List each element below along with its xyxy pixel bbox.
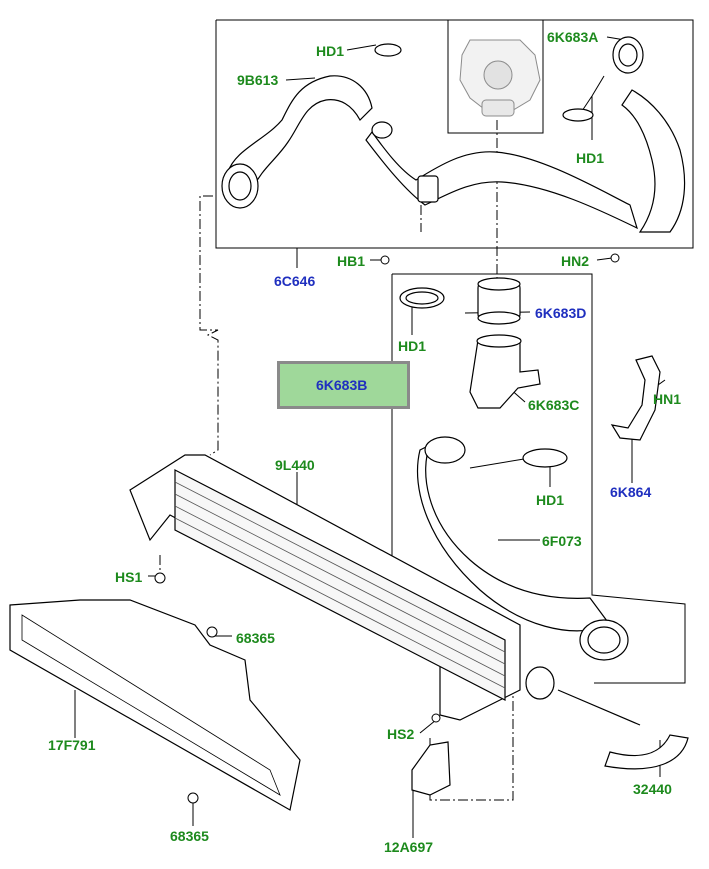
part-label-6c646[interactable]: 6C646 [274, 273, 316, 289]
adapter-6k683d [399, 277, 521, 325]
part-label-hd1-mid[interactable]: HD1 [398, 338, 427, 354]
fasteners [154, 253, 620, 804]
bracket-6k864 [610, 355, 661, 441]
part-label-12a697[interactable]: 12A697 [384, 839, 434, 855]
part-label-9l440[interactable]: 9L440 [275, 457, 315, 473]
part-label-hn1[interactable]: HN1 [653, 391, 682, 407]
part-label-32440[interactable]: 32440 [633, 781, 672, 797]
part-label-hd1-low[interactable]: HD1 [536, 492, 565, 508]
part-label-6k864[interactable]: 6K864 [610, 484, 652, 500]
part-label-68365-b[interactable]: 68365 [170, 828, 209, 844]
part-label-9b613[interactable]: 9B613 [237, 72, 279, 88]
part-label-17f791[interactable]: 17F791 [48, 737, 96, 753]
part-label-hn2[interactable]: HN2 [561, 253, 590, 269]
part-label-hd1-right[interactable]: HD1 [576, 150, 605, 166]
throttle-body [459, 39, 541, 117]
bracket-12a697 [411, 741, 451, 796]
top-group-outline [216, 19, 544, 134]
part-label-6k683c[interactable]: 6K683C [528, 397, 580, 413]
highlight-box-6k683b[interactable]: 6K683B [277, 361, 410, 409]
dashed-lead-left [199, 195, 219, 456]
mid-group-outline [392, 273, 686, 684]
charge-pipe-6c646 [365, 36, 686, 233]
adapter-6k683c [469, 334, 541, 409]
upper-hose-9b613 [221, 43, 402, 209]
part-label-hs1[interactable]: HS1 [115, 569, 143, 585]
lower-hose-6f073 [416, 436, 629, 661]
shield-17f791 [9, 599, 301, 811]
part-label-hs2[interactable]: HS2 [387, 726, 415, 742]
intercooler-9l440 [129, 454, 555, 721]
part-label-hb1[interactable]: HB1 [337, 253, 366, 269]
part-label-6k683d[interactable]: 6K683D [535, 305, 587, 321]
part-label-6f073[interactable]: 6F073 [542, 533, 582, 549]
part-label-6k683b[interactable]: 6K683B [316, 377, 368, 393]
top-group-outline-right [215, 19, 694, 249]
part-label-hd1-top[interactable]: HD1 [316, 43, 345, 59]
hose-32440 [557, 689, 689, 770]
part-label-6k683a[interactable]: 6K683A [547, 29, 599, 45]
part-label-68365-a[interactable]: 68365 [236, 630, 275, 646]
